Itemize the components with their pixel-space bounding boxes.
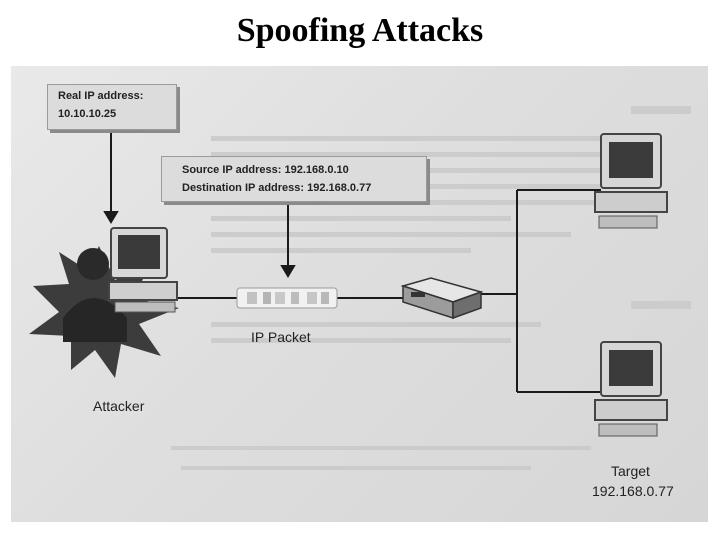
real-ip-label: Real IP address: <box>58 90 144 102</box>
router-device <box>400 277 484 320</box>
target-ip-label: 192.168.0.77 <box>592 483 674 499</box>
connection-lines <box>161 189 601 393</box>
network-diagram: Real IP address: 10.10.10.25 Source IP a… <box>11 66 708 522</box>
target-computer <box>594 341 668 437</box>
top-computer <box>594 133 668 229</box>
destination-ip-text: Destination IP address: 192.168.0.77 <box>182 182 372 194</box>
attacker-computer <box>108 227 178 313</box>
slide-title: Spoofing Attacks <box>236 12 484 49</box>
diagram-graphics <box>29 106 691 470</box>
packet-arrowhead <box>280 265 296 278</box>
packet-header-callout: Source IP address: 192.168.0.10 Destinat… <box>161 156 427 202</box>
target-label: Target <box>611 463 650 479</box>
ip-packet-label: IP Packet <box>251 329 311 345</box>
attacker-figure <box>63 248 127 342</box>
real-ip-arrowhead <box>103 211 119 224</box>
real-ip-callout: Real IP address: 10.10.10.25 <box>47 84 177 130</box>
arrows <box>103 128 296 278</box>
ip-packet <box>236 287 338 309</box>
source-ip-text: Source IP address: 192.168.0.10 <box>182 164 349 176</box>
real-ip-value: 10.10.10.25 <box>58 108 117 120</box>
attacker-label: Attacker <box>93 398 145 414</box>
